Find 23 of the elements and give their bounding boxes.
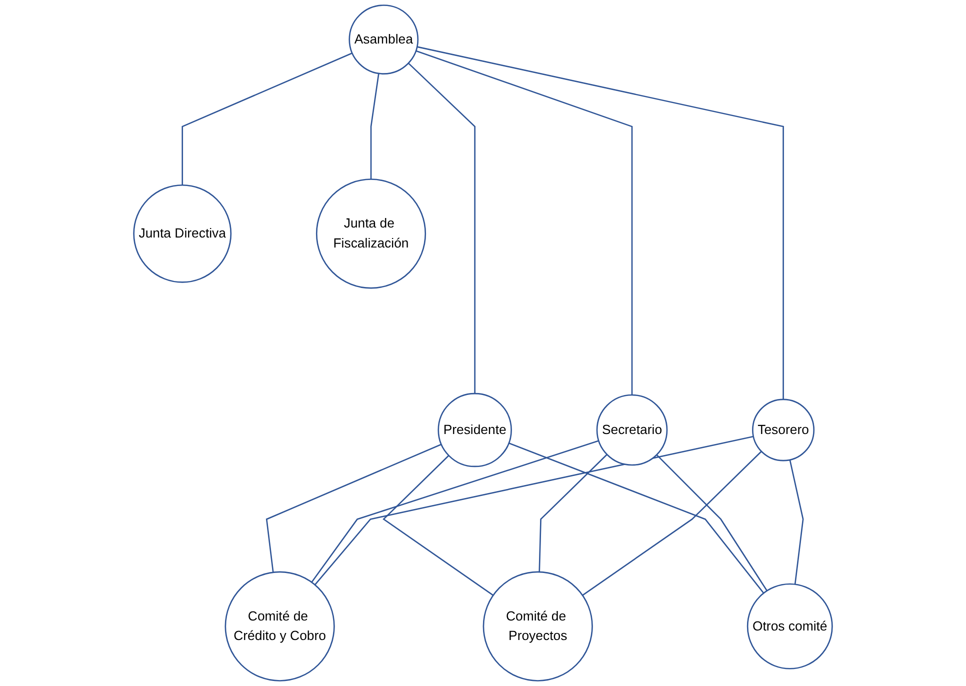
node-circle: Comité de Proyectos — [482, 571, 593, 682]
node-circle: Secretario — [596, 394, 668, 466]
connector — [382, 455, 494, 596]
node-circle: Asamblea — [348, 4, 419, 74]
node-circle: Presidente — [438, 392, 512, 468]
connector — [416, 46, 784, 400]
connector — [789, 460, 804, 584]
connector — [266, 444, 442, 572]
connector — [656, 454, 768, 592]
connector — [370, 73, 380, 180]
connector — [314, 436, 754, 586]
connector — [182, 52, 352, 186]
connector — [408, 62, 476, 394]
node-circle: Tesorero — [752, 398, 815, 462]
node-circle: Junta de Fiscalización — [316, 178, 426, 289]
connector — [416, 50, 633, 395]
connector — [582, 450, 762, 596]
node-circle: Otros comité — [746, 583, 833, 670]
connector — [311, 440, 599, 583]
connector — [538, 454, 608, 572]
connector — [508, 442, 764, 594]
node-circle: Comité de Crédito y Cobro — [224, 571, 335, 682]
node-circle: Junta Directiva — [133, 184, 232, 283]
